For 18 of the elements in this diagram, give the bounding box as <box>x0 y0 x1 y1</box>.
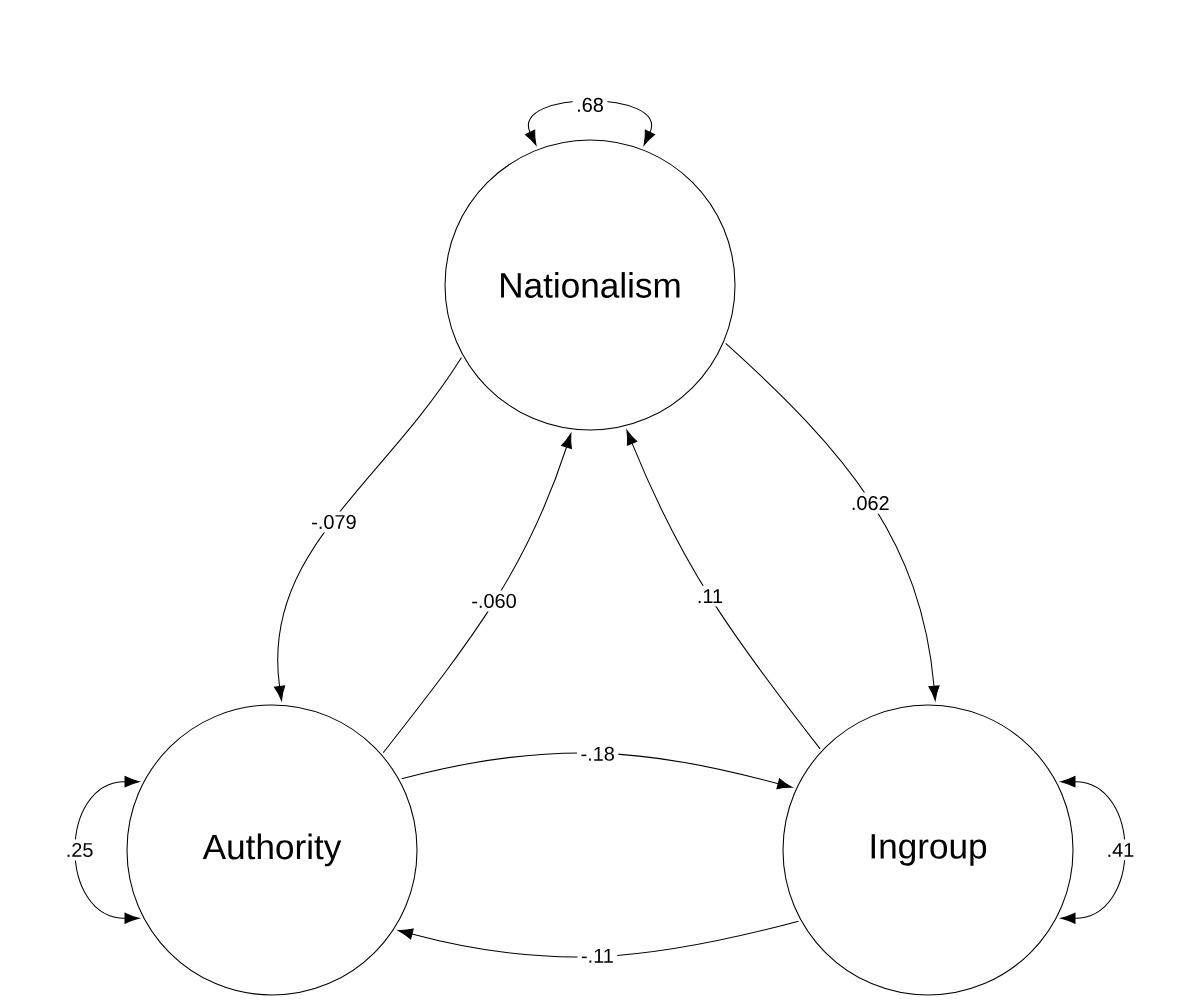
arrow <box>74 776 140 924</box>
arrow <box>626 429 821 750</box>
edge-label: .68 <box>572 94 608 116</box>
edge-label: .25 <box>62 839 97 861</box>
edge-label: .41 <box>1103 839 1138 861</box>
arrow <box>382 433 572 754</box>
arrow <box>274 357 462 701</box>
edge-label: -.11 <box>577 945 618 967</box>
arrow <box>524 100 656 146</box>
edge-label: -.18 <box>577 743 619 765</box>
arrow <box>401 752 793 790</box>
edge-label: .062 <box>847 492 894 514</box>
edge-label: .11 <box>693 585 727 607</box>
arrow <box>1060 776 1126 924</box>
edge-label: -.079 <box>307 511 361 533</box>
edge-label: -.060 <box>467 590 521 612</box>
arrow <box>725 342 940 701</box>
arrow <box>397 920 799 958</box>
